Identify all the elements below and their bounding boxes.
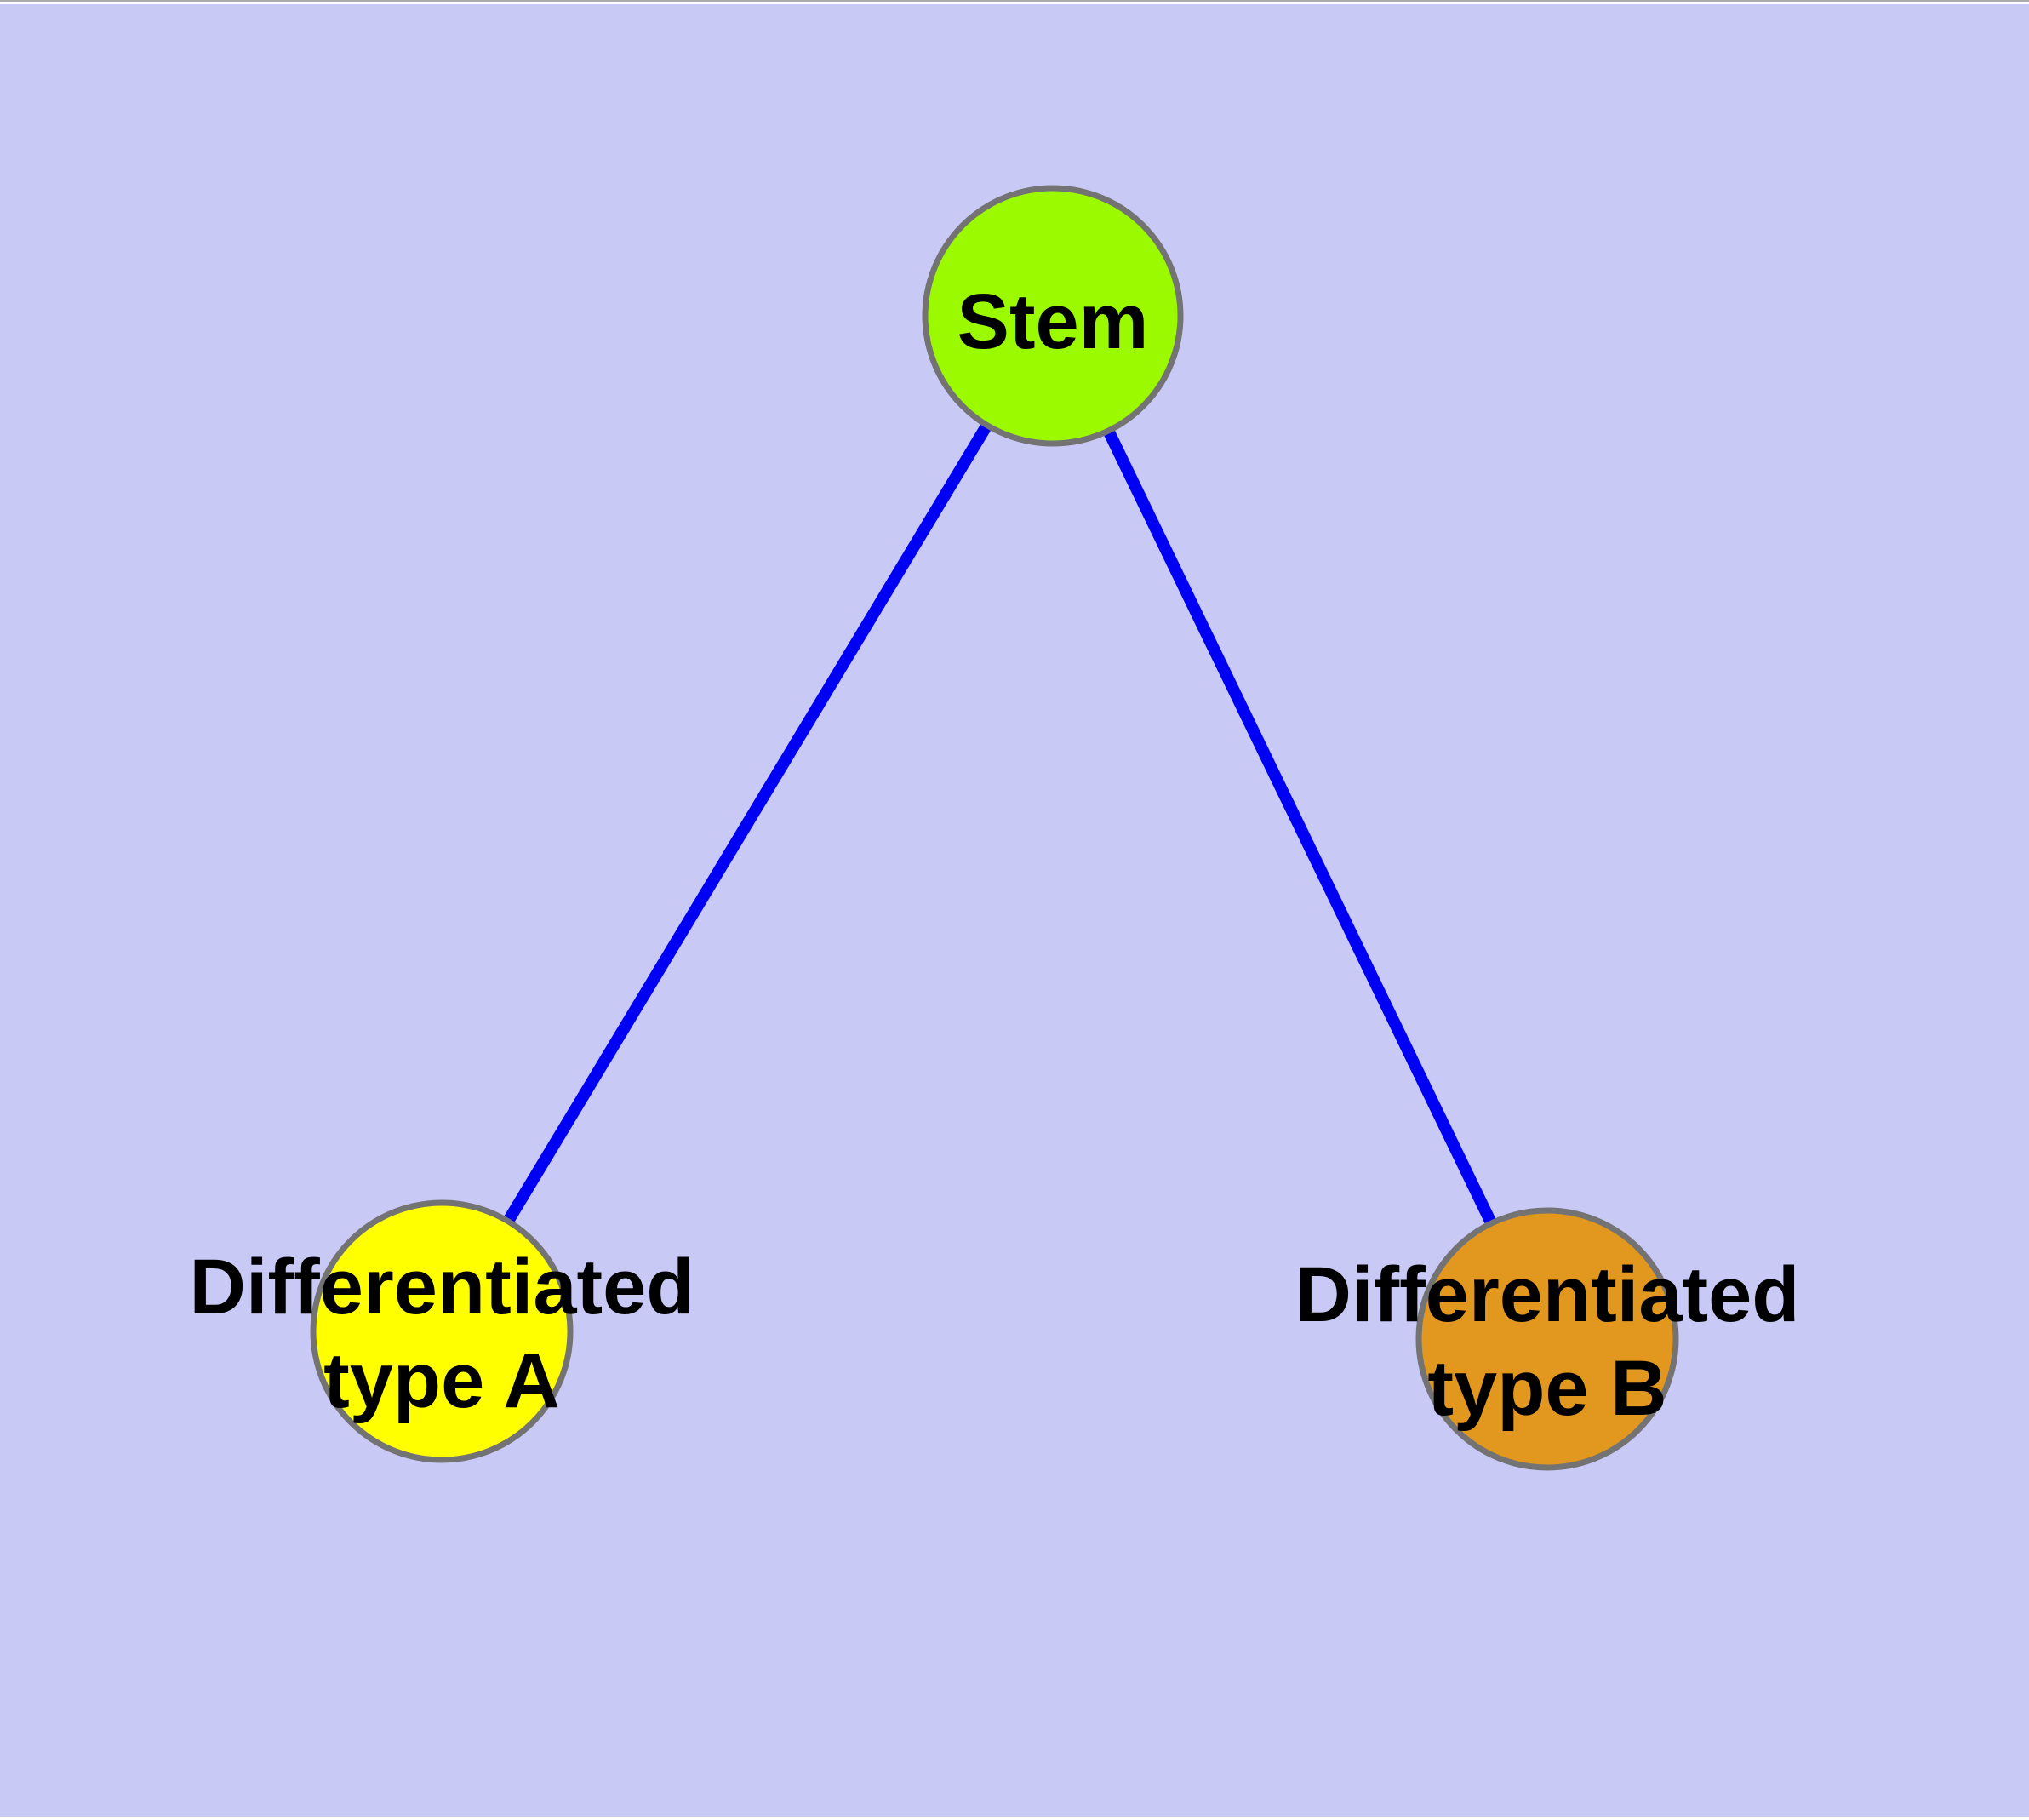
node-type-b-label: Differentiated type B (1295, 1248, 1800, 1435)
node-type-a-label: Differentiated type A (190, 1240, 694, 1428)
node-stem-label: Stem (957, 278, 1149, 365)
node-type-b-circle (1415, 1207, 1679, 1471)
edge-stem-to-type-b (1047, 312, 1553, 1342)
node-type-a-label-line2: type A (323, 1337, 560, 1424)
node-type-a-circle (310, 1199, 574, 1463)
edge-stem-to-type-a (437, 312, 1058, 1335)
node-type-b-label-line1: Differentiated (1295, 1251, 1800, 1338)
bottom-window-strip (0, 1817, 2029, 1820)
node-type-a-label-line1: Differentiated (189, 1244, 694, 1331)
top-window-strip (0, 0, 2029, 4)
node-stem-circle (922, 185, 1184, 447)
node-type-b-label-line2: type B (1427, 1345, 1667, 1432)
